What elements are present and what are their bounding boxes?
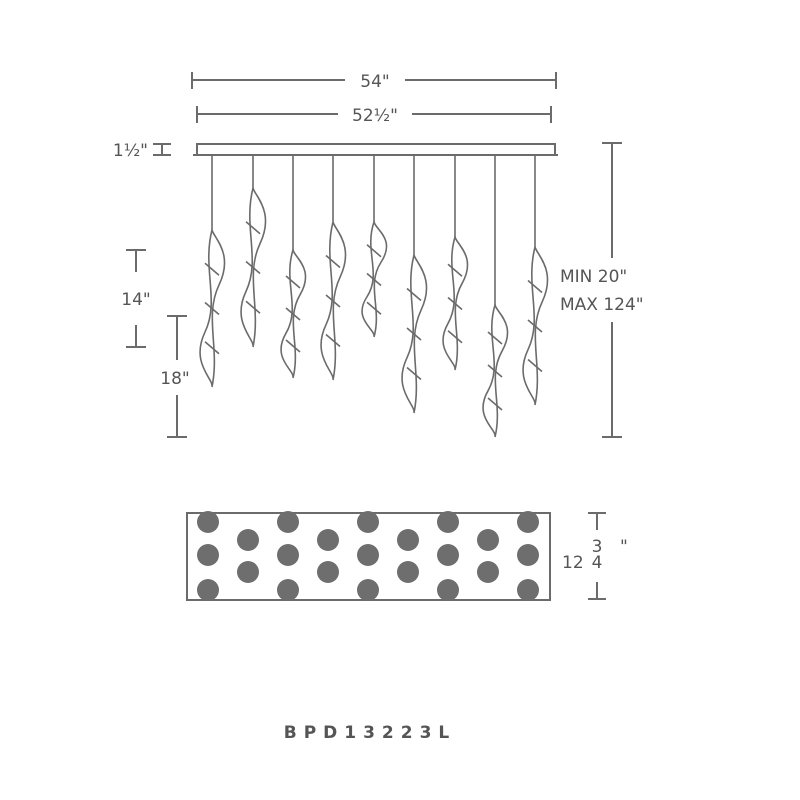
pendant-dot: [437, 544, 459, 566]
pendant: [240, 155, 267, 348]
pendant-dot: [197, 511, 219, 533]
pendants: [199, 155, 549, 438]
depth-label: 12: [562, 553, 584, 573]
pendant-dot: [277, 544, 299, 566]
canopy: [193, 143, 558, 156]
dimension-lines: [126, 72, 622, 600]
pendant-dot: [477, 561, 499, 583]
pendant-dot: [437, 579, 459, 601]
pendant-dot: [437, 511, 459, 533]
canopy-width-label: 52½": [352, 106, 398, 126]
pendant: [401, 155, 428, 414]
pendant: [199, 155, 226, 388]
pendant-dot: [277, 511, 299, 533]
pendant: [522, 155, 549, 406]
pendant-dot: [517, 579, 539, 601]
min-height-label: MIN 20": [560, 267, 627, 287]
pendant-dot: [357, 544, 379, 566]
pendant: [320, 155, 347, 381]
pendant-dot: [317, 529, 339, 551]
pendant: [280, 155, 307, 379]
pendant-dot: [397, 561, 419, 583]
pendant-dot: [237, 529, 259, 551]
canopy-height-label: 1½": [113, 141, 148, 161]
pendant-dot: [357, 579, 379, 601]
pendant-dot: [517, 511, 539, 533]
pendant: [482, 155, 509, 438]
pendant-dot: [517, 544, 539, 566]
pendant-dot: [477, 529, 499, 551]
pendant: [361, 155, 388, 338]
overall-width-label: 54": [360, 72, 389, 92]
pendant-dot: [397, 529, 419, 551]
top-view: [186, 511, 551, 601]
short-pendant-label: 14": [121, 290, 150, 310]
pendant: [442, 155, 469, 371]
pendant-dot: [237, 561, 259, 583]
max-height-label: MAX 124": [560, 295, 644, 315]
pendant-dot: [357, 511, 379, 533]
model-number: BPD13223L: [284, 723, 457, 743]
pendant-dot: [197, 579, 219, 601]
depth-unit: ": [620, 537, 628, 557]
long-pendant-label: 18": [160, 369, 189, 389]
pendant-dot: [197, 544, 219, 566]
pendant-dot: [277, 579, 299, 601]
pendant-dot: [317, 561, 339, 583]
depth-fraction-numerator: 3: [592, 537, 603, 557]
depth-fraction-denominator: 4: [592, 553, 603, 573]
